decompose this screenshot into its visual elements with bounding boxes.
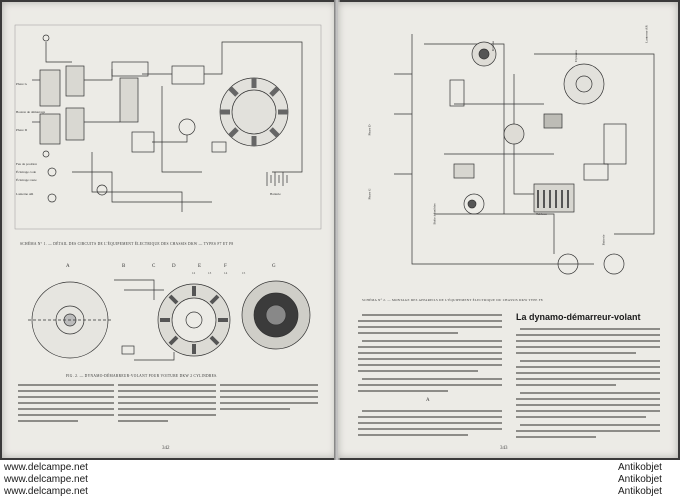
figure2-caption: FIG. 2. — DYNAMO-DÉMARREUR-VOLANT POUR V…: [66, 374, 218, 378]
right-page: Phare D Phare G Batterie Dynamo Lanterne…: [338, 2, 678, 458]
fig2-number-13: 13: [208, 271, 212, 275]
diagram2-label-battery: Batterie: [601, 234, 606, 246]
diagram2-label-headlamp-right: Phare D: [367, 124, 372, 136]
diagram2-label-dashboard: Tableau: [536, 212, 547, 216]
fig2-letter-g: G: [272, 264, 276, 269]
fig2-letter-b: B: [122, 264, 126, 269]
section-heading: La dynamo-démarreur-volant: [516, 312, 641, 322]
fig2-letter-e: E: [198, 264, 202, 269]
figure1-caption: Schéma N° 1. — DÉTAIL DES CIRCUITS DE L'…: [20, 242, 234, 246]
fig2-letter-d: D: [172, 264, 176, 269]
diagram2-label-dynamo: Dynamo: [573, 50, 578, 62]
wiring-diagram-2: [394, 34, 655, 275]
diagram2-label-rear-lamp: Lanterne AR: [644, 25, 649, 43]
magazine-spread: Bouton de démarrage Phare G Phare D Batt…: [0, 0, 680, 460]
diagram2-label-headlamp-left: Phare G: [367, 188, 372, 200]
diagram1-label-rear-lamp: Lanterne AR: [16, 192, 34, 196]
watermark-url-left-1: www.delcampe.net: [4, 462, 88, 473]
diagram1-label-headlamp-right: Phare D: [16, 128, 28, 132]
dynamo-starter-drawing: [28, 279, 311, 361]
watermark-footer: www.delcampe.net www.delcampe.net www.de…: [0, 460, 680, 498]
fig2-number-14: 14: [224, 271, 228, 275]
fig2-number-15: 15: [242, 271, 246, 275]
watermark-brand-right-3: Antikobjet: [618, 486, 662, 497]
diagram2-label-horn: Klaxon: [490, 41, 495, 51]
fig2-number-12: 12: [192, 271, 196, 275]
diagram1-label-start-button: Bouton de démarrage: [16, 110, 46, 114]
watermark-url-left-3: www.delcampe.net: [4, 486, 88, 497]
diagram2-label-fuse-box: Boîte à fusibles: [432, 203, 437, 225]
watermark-brand-right-2: Antikobjet: [618, 474, 662, 485]
section-marker-a: A: [426, 398, 430, 403]
figure3-caption: Schéma N° 2. — MONTAGE DES APPAREILS DE …: [362, 298, 543, 302]
diagram1-label-road-light: Éclairage route: [16, 178, 37, 182]
watermark-brand-right-1: Antikobjet: [618, 462, 662, 473]
fig2-letter-f: F: [224, 264, 227, 269]
diagram1-label-code-light: Éclairage code: [16, 170, 37, 174]
left-page: Bouton de démarrage Phare G Phare D Batt…: [2, 2, 336, 458]
diagram1-label-position-light: Feu de position: [16, 162, 37, 166]
page-number-right: 343: [500, 446, 508, 451]
book-gutter: [334, 0, 340, 460]
diagram1-label-headlamp-left: Phare G: [16, 82, 28, 86]
fig2-letter-a: A: [66, 264, 70, 269]
diagram1-label-battery: Batterie: [270, 192, 281, 196]
fig2-letter-c: C: [152, 264, 156, 269]
page-number-left: 342: [162, 446, 170, 451]
watermark-url-left-2: www.delcampe.net: [4, 474, 88, 485]
wiring-diagram-1: [14, 24, 322, 230]
